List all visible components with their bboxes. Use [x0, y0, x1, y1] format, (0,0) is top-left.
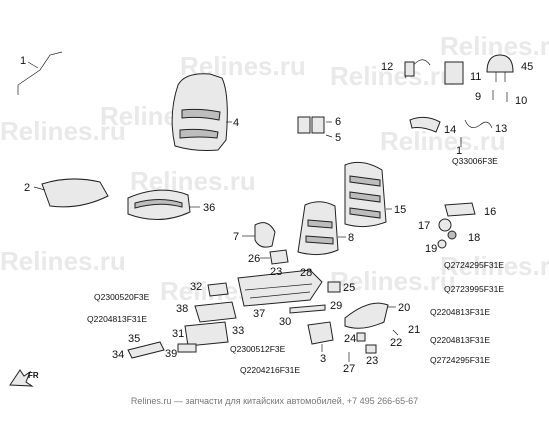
callout-7: 7 — [233, 231, 239, 243]
callout-24: 24 — [344, 333, 356, 345]
callout-30: 30 — [279, 316, 291, 328]
callout-9: 9 — [475, 91, 481, 103]
watermark: Relines.ru — [0, 116, 126, 146]
callout-25: 25 — [343, 282, 355, 294]
fr-direction-arrow-icon: FR — [9, 369, 39, 387]
part-9-10-bolts: 9 10 — [475, 90, 527, 107]
callout-11: 11 — [470, 71, 481, 83]
fr-label: FR — [28, 371, 39, 380]
callout-35: 35 — [128, 333, 140, 345]
callout-19: 19 — [425, 243, 437, 255]
callout-29: 29 — [330, 300, 342, 312]
callout-1: 1 — [20, 55, 26, 67]
part-38-panel: 38 — [176, 301, 237, 323]
code-q02204813-r: Q2204813F31E — [430, 307, 490, 317]
part-12-wire: 12 — [381, 59, 431, 79]
watermark: Relines.ru — [330, 61, 456, 91]
callout-38: 38 — [176, 303, 188, 315]
callout-3: 3 — [320, 353, 326, 365]
part-14-lamp: 14 — [409, 116, 456, 136]
callout-8: 8 — [348, 232, 354, 244]
part-8-seat-frame: 8 — [297, 201, 354, 256]
callout-32: 32 — [190, 281, 202, 293]
callout-23: 23 — [270, 266, 282, 278]
seat-track-assembly: 28 23 37 30 — [237, 266, 323, 328]
part-36-cushion-cover: 36 — [127, 189, 215, 221]
left-codes: Q2300520F3E Q2204813F31E Q2300512F3E Q22… — [87, 292, 300, 375]
callout-15: 15 — [394, 204, 406, 216]
part-5-6-headrest-guides: 6 5 — [297, 116, 341, 144]
watermarks: Relines.ru Relines.ru Relines.ru Relines… — [0, 31, 549, 306]
watermark: Relines.ru — [330, 266, 456, 296]
watermark: Relines.ru — [380, 126, 506, 156]
part-17-18-19-knob: 17 18 19 — [418, 218, 480, 255]
part-29-bar: 29 — [289, 300, 342, 314]
part-7-trim: 7 — [233, 222, 276, 248]
callout-16: 16 — [484, 206, 496, 218]
callout-39: 39 — [165, 348, 177, 360]
watermark: Relines.ru — [0, 246, 126, 276]
part-11-module: 11 — [444, 61, 481, 85]
callout-17: 17 — [418, 220, 430, 232]
callout-12: 12 — [381, 61, 393, 73]
right-codes: Q2724295F31E Q2723995F31E Q2204813F31E Q… — [430, 260, 504, 365]
callout-22: 22 — [390, 337, 402, 349]
part-16-motor: 16 — [444, 202, 496, 218]
part-39-switch: 39 — [165, 343, 197, 360]
callout-2: 2 — [24, 182, 30, 194]
callout-6: 6 — [335, 116, 341, 128]
code-q02300520: Q2300520F3E — [94, 292, 150, 302]
code-q02724295-a: Q2724295F31E — [444, 260, 504, 270]
code-q02300512: Q2300512F3E — [230, 344, 286, 354]
callout-23-b: 23 — [366, 355, 378, 367]
code-q02204813-l: Q2204813F31E — [87, 314, 147, 324]
callout-33: 33 — [232, 325, 244, 337]
callout-28: 28 — [300, 267, 312, 279]
part-35-34-trim: 35 34 — [112, 333, 165, 361]
callout-10: 10 — [515, 95, 527, 107]
part-26-cover: 26 — [248, 249, 289, 265]
callout-45: 45 — [521, 61, 533, 73]
part-32-knob: 32 — [190, 281, 229, 297]
part-31-33-base: 33 31 — [172, 321, 244, 347]
part-3-bracket: 3 — [307, 321, 334, 365]
watermark: Relines.ru — [440, 251, 549, 281]
callout-1b: 1 — [456, 145, 462, 157]
code-q02204216: Q2204216F31E — [240, 365, 300, 375]
callout-36: 36 — [203, 202, 215, 214]
part-20-side-shield: 20 — [344, 302, 410, 329]
callout-34: 34 — [112, 349, 124, 361]
callout-4: 4 — [233, 117, 239, 129]
part-25-clip: 25 — [327, 281, 355, 294]
callout-14: 14 — [444, 124, 456, 136]
part-2-cushion-pad: 2 — [24, 178, 109, 208]
part-45-headrest: 45 — [486, 54, 533, 82]
callout-37: 37 — [253, 308, 265, 320]
footer-text: Relines.ru — запчасти для китайских авто… — [130, 396, 419, 406]
part-4-backrest-cover: 4 — [171, 73, 239, 151]
code-q02723995: Q2723995F31E — [444, 284, 504, 294]
callout-21: 21 — [408, 324, 420, 336]
callout-27: 27 — [343, 363, 355, 375]
callout-13: 13 — [495, 123, 507, 135]
callout-20: 20 — [398, 302, 410, 314]
callout-5: 5 — [335, 132, 341, 144]
code-q33006: Q33006F3E — [452, 156, 498, 166]
code-q02724295-b: Q2724295F31E — [430, 355, 490, 365]
callout-31: 31 — [172, 328, 184, 340]
code-q02204813-r2: Q2204813F31E — [430, 335, 490, 345]
part-13-harness: 13 1 Q33006F3E — [452, 119, 507, 166]
callout-26: 26 — [248, 253, 260, 265]
small-parts: 24 23 27 21 22 — [343, 324, 420, 375]
part-15-backrest-frame: 15 — [344, 161, 406, 228]
callout-18: 18 — [468, 232, 480, 244]
part-1-wire: 1 — [17, 51, 63, 95]
